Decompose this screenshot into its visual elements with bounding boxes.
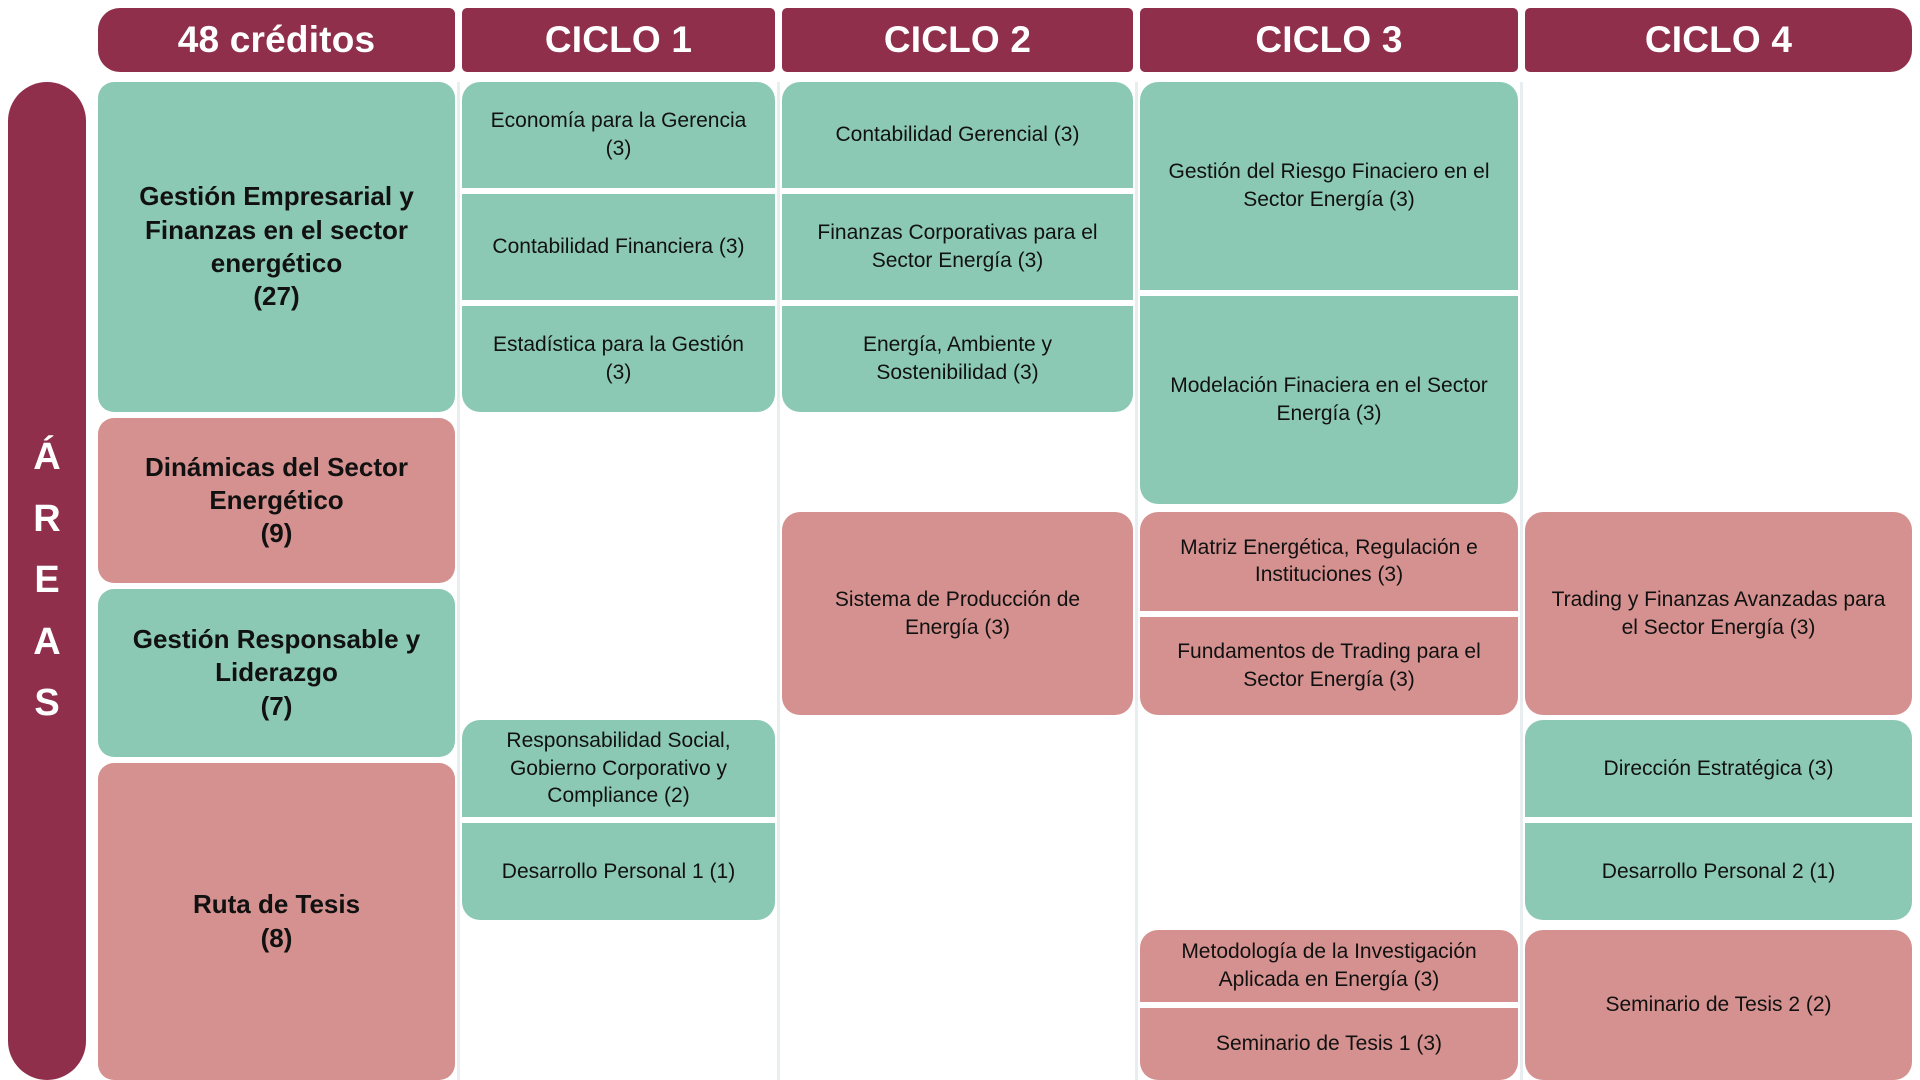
course-box[interactable]: Contabilidad Financiera (3) [462,194,775,300]
area-name: Ruta de Tesis [192,889,361,920]
column-divider [457,82,460,1080]
areas-letter: A [33,620,61,663]
course-box[interactable]: Energía, Ambiente y Sostenibilidad (3) [782,306,1133,412]
courses-area2-ciclo3: Matriz Energética, Regulación e Instituc… [1140,512,1518,715]
column-divider [1135,82,1138,1080]
area-name: Gestión Responsable y Liderazgo [132,624,421,688]
course-box[interactable]: Gestión del Riesgo Finaciero en el Secto… [1140,82,1518,290]
course-box[interactable]: Seminario de Tesis 1 (3) [1140,1008,1518,1080]
area-label-gestion-empresarial: Gestión Empresarial y Finanzas en el sec… [98,82,455,412]
course-box[interactable]: Estadística para la Gestión (3) [462,306,775,412]
header-ciclo-2: CICLO 2 [782,8,1133,72]
header-ciclo-3: CICLO 3 [1140,8,1518,72]
course-box[interactable]: Fundamentos de Trading para el Sector En… [1140,616,1518,715]
courses-area2-ciclo4: Trading y Finanzas Avanzadas para el Sec… [1525,512,1912,715]
courses-area1-ciclo3: Gestión del Riesgo Finaciero en el Secto… [1140,82,1518,504]
area-credits: (9) [260,518,293,549]
area-credits: (27) [253,281,300,312]
area-name: Gestión Empresarial y Finanzas en el sec… [139,181,414,278]
course-box[interactable]: Responsabilidad Social, Gobierno Corpora… [462,720,775,817]
areas-letter: S [34,682,60,725]
column-divider [1520,82,1523,1080]
course-box[interactable]: Economía para la Gerencia (3) [462,82,775,188]
course-box[interactable]: Seminario de Tesis 2 (2) [1525,930,1912,1080]
header-credits: 48 créditos [98,8,455,72]
course-box[interactable]: Trading y Finanzas Avanzadas para el Sec… [1525,512,1912,715]
courses-area2-ciclo2: Sistema de Producción de Energía (3) [782,512,1133,715]
courses-area1-ciclo2: Contabilidad Gerencial (3) Finanzas Corp… [782,82,1133,412]
column-divider [777,82,780,1080]
course-box[interactable]: Desarrollo Personal 1 (1) [462,823,775,920]
course-box[interactable]: Sistema de Producción de Energía (3) [782,512,1133,715]
areas-letter: R [33,497,61,540]
course-box[interactable]: Finanzas Corporativas para el Sector Ene… [782,194,1133,300]
header-ciclo-4: CICLO 4 [1525,8,1912,72]
course-box[interactable]: Modelación Finaciera en el Sector Energí… [1140,296,1518,504]
area-label-ruta-tesis: Ruta de Tesis (8) [98,763,455,1080]
areas-letter: E [34,559,60,602]
course-box[interactable]: Contabilidad Gerencial (3) [782,82,1133,188]
course-box[interactable]: Metodología de la Investigación Aplicada… [1140,930,1518,1002]
area-credits: (7) [260,690,293,721]
areas-letter: Á [33,436,61,479]
area-label-dinamicas: Dinámicas del Sector Energético (9) [98,418,455,583]
course-box[interactable]: Desarrollo Personal 2 (1) [1525,823,1912,920]
area-name: Dinámicas del Sector Energético [145,451,408,515]
areas-rail: Á R E A S [8,82,86,1080]
courses-area3-ciclo4: Dirección Estratégica (3) Desarrollo Per… [1525,720,1912,920]
area-credits: (8) [260,922,293,953]
courses-area3-ciclo1: Responsabilidad Social, Gobierno Corpora… [462,720,775,920]
area-label-gestion-responsable: Gestión Responsable y Liderazgo (7) [98,589,455,757]
header-ciclo-1: CICLO 1 [462,8,775,72]
courses-area4-ciclo4: Seminario de Tesis 2 (2) [1525,930,1912,1080]
course-box[interactable]: Matriz Energética, Regulación e Instituc… [1140,512,1518,611]
courses-area1-ciclo1: Economía para la Gerencia (3) Contabilid… [462,82,775,412]
course-box[interactable]: Dirección Estratégica (3) [1525,720,1912,817]
courses-area4-ciclo3: Metodología de la Investigación Aplicada… [1140,930,1518,1080]
